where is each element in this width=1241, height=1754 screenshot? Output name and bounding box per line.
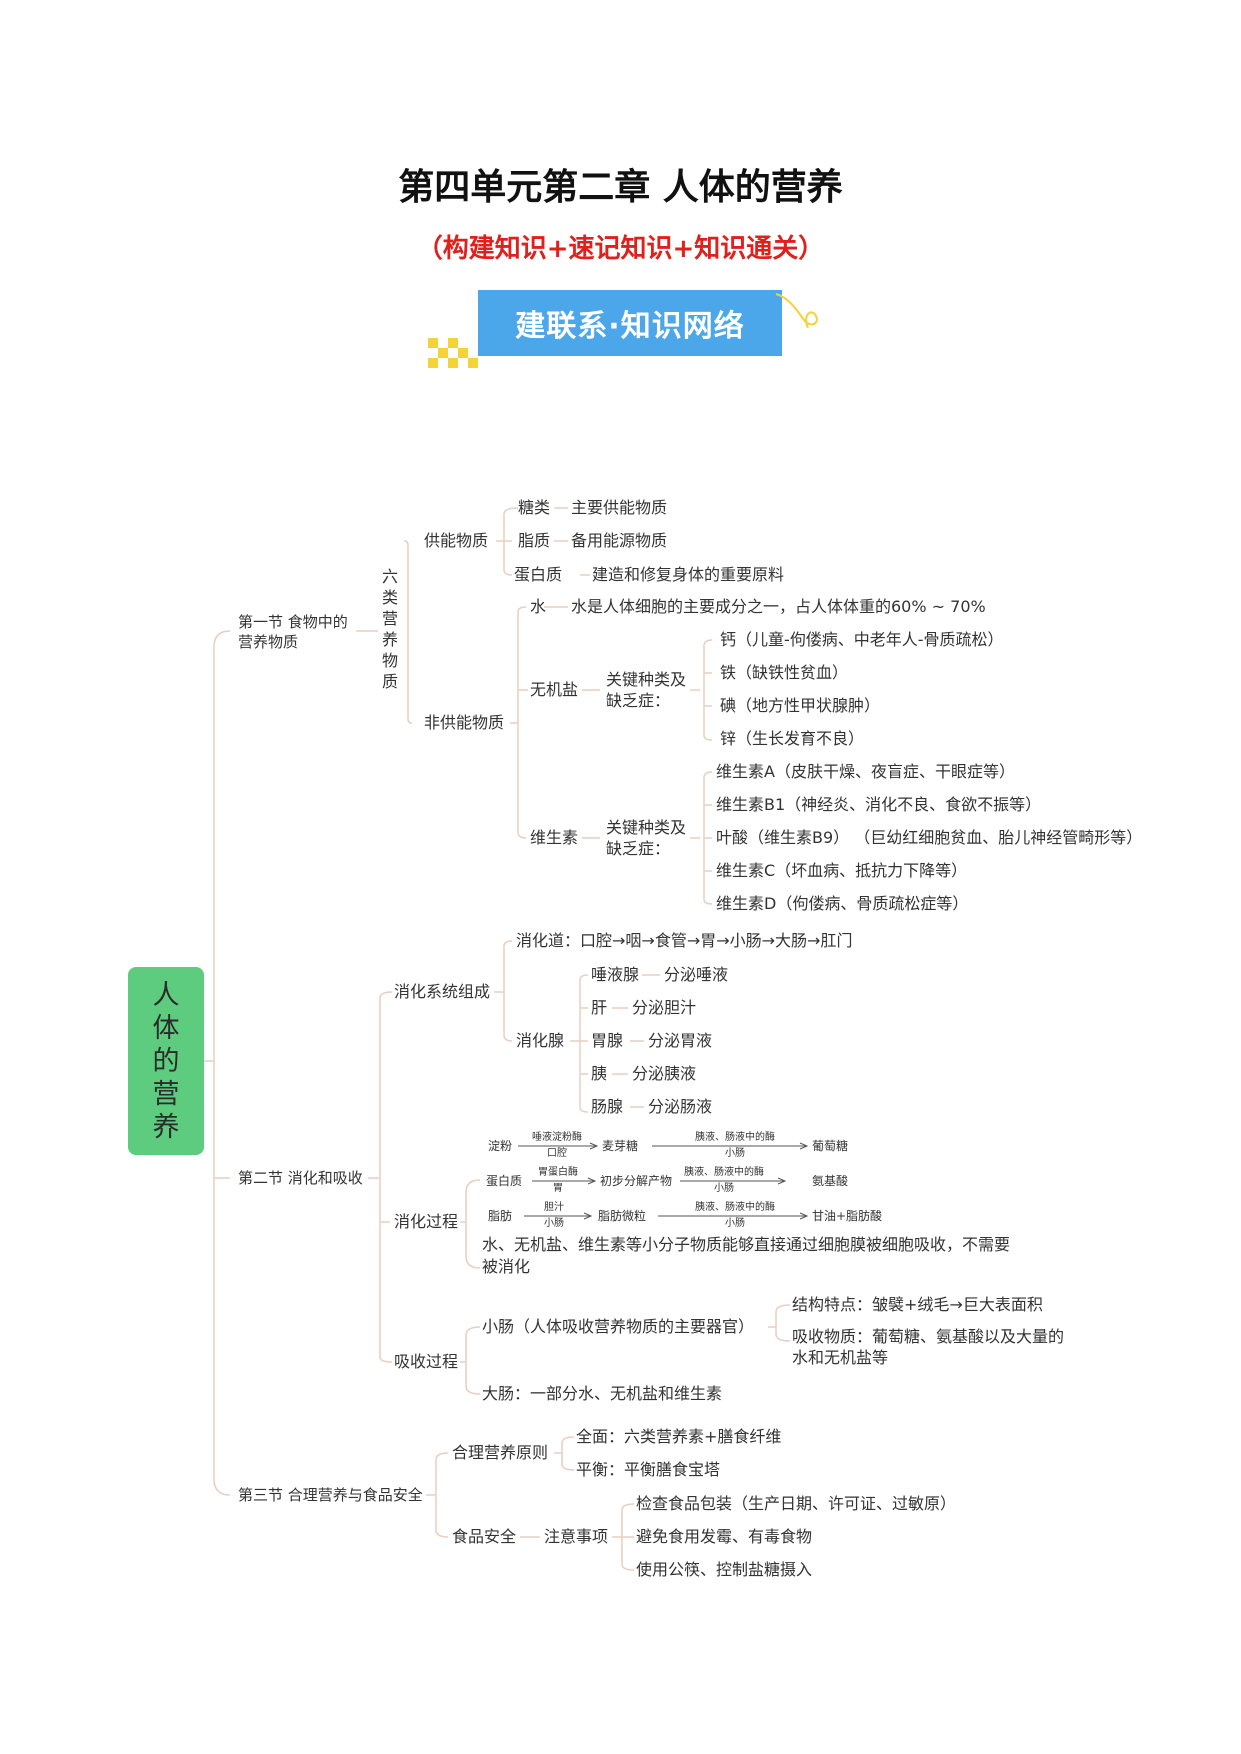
gland-desc: 分泌胃液 xyxy=(648,1031,713,1050)
enzyme-label: 胰液、肠液中的酶 xyxy=(695,1132,775,1143)
page-subtitle: （构建知识+速记知识+知识通关） xyxy=(416,234,825,264)
absorbed-substances-line1: 吸收物质：葡萄糖、氨基酸以及大量的 xyxy=(792,1327,1065,1346)
enzyme-label: 胃蛋白酶 xyxy=(538,1167,578,1178)
organ-label: 胃 xyxy=(553,1183,563,1194)
page-title: 第四单元第二章 人体的营养 xyxy=(398,167,843,208)
energy-substances-label: 供能物质 xyxy=(424,531,489,550)
safety-item: 检查食品包装（生产日期、许可证、过敏原） xyxy=(636,1494,957,1513)
small-intestine-label: 小肠（人体吸收营养物质的主要器官） xyxy=(482,1317,755,1336)
organ-label: 小肠 xyxy=(714,1183,734,1194)
vitamin-item: 维生素D（佝偻病、骨质疏松症等） xyxy=(716,894,969,913)
safety-notes-label: 注意事项 xyxy=(544,1527,609,1546)
root-char: 人 xyxy=(152,979,180,1011)
food-safety-label: 食品安全 xyxy=(452,1527,517,1546)
section1-label-line1: 第一节 食物中的 xyxy=(238,613,348,631)
small-molecule-note-line2: 被消化 xyxy=(482,1257,531,1276)
vitamin-key-line2: 缺乏症： xyxy=(606,839,671,858)
gland-name: 肠腺 xyxy=(591,1097,624,1116)
mineral-item: 铁（缺铁性贫血） xyxy=(720,663,849,682)
safety-item: 使用公筷、控制盐糖摄入 xyxy=(636,1560,813,1579)
principle-item: 平衡：平衡膳食宝塔 xyxy=(576,1460,721,1479)
root-char: 的 xyxy=(152,1045,180,1077)
nutrient-start: 蛋白质 xyxy=(486,1174,523,1188)
digestive-system-label: 消化系统组成 xyxy=(394,982,491,1001)
intermediate-product: 初步分解产物 xyxy=(600,1174,673,1188)
organ-label: 小肠 xyxy=(725,1148,745,1159)
gland-desc: 分泌唾液 xyxy=(664,965,729,984)
root-char: 体 xyxy=(152,1012,180,1044)
safety-item: 避免食用发霉、有毒食物 xyxy=(636,1527,813,1546)
mineral-item: 钙（儿童-佝偻病、中老年人-骨质疏松） xyxy=(720,630,1004,649)
enzyme-label: 胰液、肠液中的酶 xyxy=(684,1167,764,1178)
nutrient-start: 脂肪 xyxy=(488,1209,513,1223)
digestive-tract: 消化道：口腔→咽→食管→胃→小肠→大肠→肛门 xyxy=(516,931,853,950)
vitamin-label: 维生素 xyxy=(530,828,579,847)
energy-item-name: 脂质 xyxy=(518,531,551,550)
intermediate-product: 麦芽糖 xyxy=(602,1139,639,1153)
six-nutrients-vertical-label: 六 类 营 养 物 质 xyxy=(381,567,398,691)
checker-decoration xyxy=(428,338,478,368)
final-product: 葡萄糖 xyxy=(812,1139,849,1153)
water-desc: 水是人体细胞的主要成分之一，占人体体重的60% ~ 70% xyxy=(571,597,986,616)
digestive-glands-label: 消化腺 xyxy=(516,1031,565,1050)
root-node: 人 体 的 营 养 xyxy=(128,967,204,1155)
mineral-key-line2: 缺乏症： xyxy=(606,691,671,710)
swirl-decoration xyxy=(775,293,818,329)
root-char: 养 xyxy=(152,1111,180,1143)
section2-label: 第二节 消化和吸收 xyxy=(238,1169,363,1187)
absorbed-substances-line2: 水和无机盐等 xyxy=(792,1348,889,1367)
nutrient-start: 淀粉 xyxy=(488,1139,513,1153)
gland-name: 胰 xyxy=(591,1064,608,1083)
section3-label: 第三节 合理营养与食品安全 xyxy=(238,1486,423,1504)
non-energy-substances-label: 非供能物质 xyxy=(424,713,505,732)
root-char: 营 xyxy=(152,1078,180,1110)
gland-desc: 分泌胰液 xyxy=(632,1064,697,1083)
gland-desc: 分泌胆汁 xyxy=(632,998,697,1017)
energy-item-name: 糖类 xyxy=(518,498,551,517)
energy-item-name: 蛋白质 xyxy=(514,565,563,584)
mineral-item: 锌（生长发育不良） xyxy=(720,729,865,748)
organ-label: 口腔 xyxy=(547,1148,567,1159)
energy-item-desc: 建造和修复身体的重要原料 xyxy=(592,565,785,584)
enzyme-label: 唾液淀粉酶 xyxy=(532,1132,582,1143)
organ-label: 小肠 xyxy=(544,1218,564,1229)
principle-item: 全面：六类营养素+膳食纤维 xyxy=(576,1427,782,1446)
gland-name: 肝 xyxy=(591,998,608,1017)
vitamin-key-line1: 关键种类及 xyxy=(606,818,687,837)
structure-feature: 结构特点：皱襞+绒毛→巨大表面积 xyxy=(792,1295,1043,1314)
organ-label: 小肠 xyxy=(725,1218,745,1229)
gland-name: 唾液腺 xyxy=(591,965,640,984)
enzyme-label: 胆汁 xyxy=(544,1202,564,1213)
absorption-process-label: 吸收过程 xyxy=(394,1352,459,1371)
mineral-key-line1: 关键种类及 xyxy=(606,670,687,689)
gland-name: 胃腺 xyxy=(591,1031,624,1050)
mineral-item: 碘（地方性甲状腺肿） xyxy=(720,696,881,715)
vitamin-item: 维生素C（坏血病、抵抗力下降等） xyxy=(716,861,968,880)
digestion-process-label: 消化过程 xyxy=(394,1212,459,1231)
section1-label-line2: 营养物质 xyxy=(238,633,299,651)
enzyme-label: 胰液、肠液中的酶 xyxy=(695,1202,775,1213)
final-product: 甘油+脂肪酸 xyxy=(812,1209,883,1223)
knowledge-network-banner: 建联系·知识网络 xyxy=(478,290,782,356)
vitamin-item: 叶酸（维生素B9） （巨幼红细胞贫血、胎儿神经管畸形等） xyxy=(716,828,1143,847)
water-label: 水 xyxy=(530,597,547,616)
gland-desc: 分泌肠液 xyxy=(648,1097,713,1116)
vitamin-item: 维生素B1（神经炎、消化不良、食欲不振等） xyxy=(716,795,1042,814)
nutrition-principle-label: 合理营养原则 xyxy=(452,1443,549,1462)
small-molecule-note-line1: 水、无机盐、维生素等小分子物质能够直接通过细胞膜被细胞吸收，不需要 xyxy=(482,1235,1011,1254)
mineral-label: 无机盐 xyxy=(530,680,579,699)
final-product: 氨基酸 xyxy=(812,1174,849,1188)
energy-item-desc: 主要供能物质 xyxy=(571,498,668,517)
intermediate-product: 脂肪微粒 xyxy=(598,1209,647,1223)
large-intestine-label: 大肠：一部分水、无机盐和维生素 xyxy=(482,1384,723,1403)
energy-item-desc: 备用能源物质 xyxy=(571,531,668,550)
vitamin-item: 维生素A（皮肤干燥、夜盲症、干眼症等） xyxy=(716,762,1015,781)
